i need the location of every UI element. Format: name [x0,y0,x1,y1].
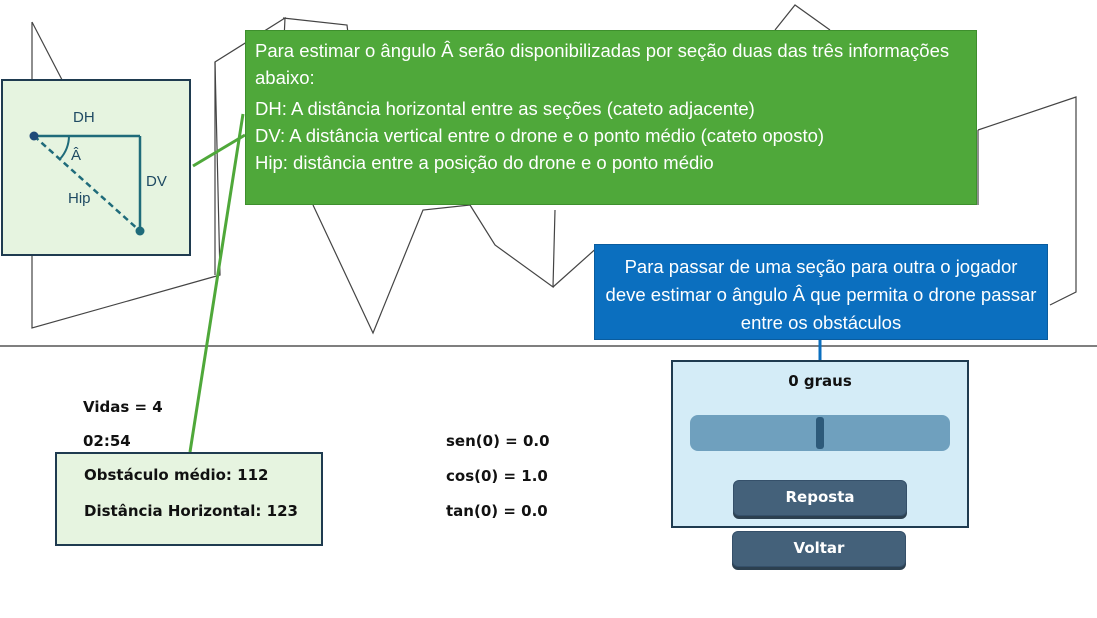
angle-panel: 0 graus Reposta [671,360,969,528]
info-callout: Para estimar o ângulo Â serão disponibil… [245,30,977,205]
horizontal-distance-stat: Distância Horizontal: 123 [84,502,298,520]
slider-thumb[interactable] [816,417,824,449]
info-line-hip: Hip: distância entre a posição do drone … [255,152,714,173]
lives-counter: Vidas = 4 [83,398,163,416]
triangle-diagram [29,131,145,236]
angle-diagram: DH Â DV Hip [1,79,191,256]
tan-readout: tan(0) = 0.0 [446,502,548,520]
cos-readout: cos(0) = 1.0 [446,467,548,485]
info-intro: Para estimar o ângulo Â serão disponibil… [255,40,950,88]
dh-label: DH [73,109,95,126]
back-button[interactable]: Voltar [732,531,906,567]
tip-callout: Para passar de uma seção para outra o jo… [594,244,1048,340]
obstacle-stat: Obstáculo médio: 112 [84,466,269,484]
dv-label: DV [146,173,167,190]
sen-readout: sen(0) = 0.0 [446,432,550,450]
submit-answer-button[interactable]: Reposta [733,480,907,516]
angle-value: 0 graus [788,372,852,390]
angle-slider[interactable] [690,415,950,451]
tip-text: Para passar de uma seção para outra o jo… [605,256,1037,333]
timer: 02:54 [83,432,131,450]
stats-box: Obstáculo médio: 112 Distância Horizonta… [55,452,323,546]
info-line-dh: DH: A distância horizontal entre as seçõ… [255,98,755,119]
angle-label: Â [71,147,82,164]
info-line-dv: DV: A distância vertical entre o drone e… [255,125,825,146]
hip-label: Hip [68,190,91,207]
